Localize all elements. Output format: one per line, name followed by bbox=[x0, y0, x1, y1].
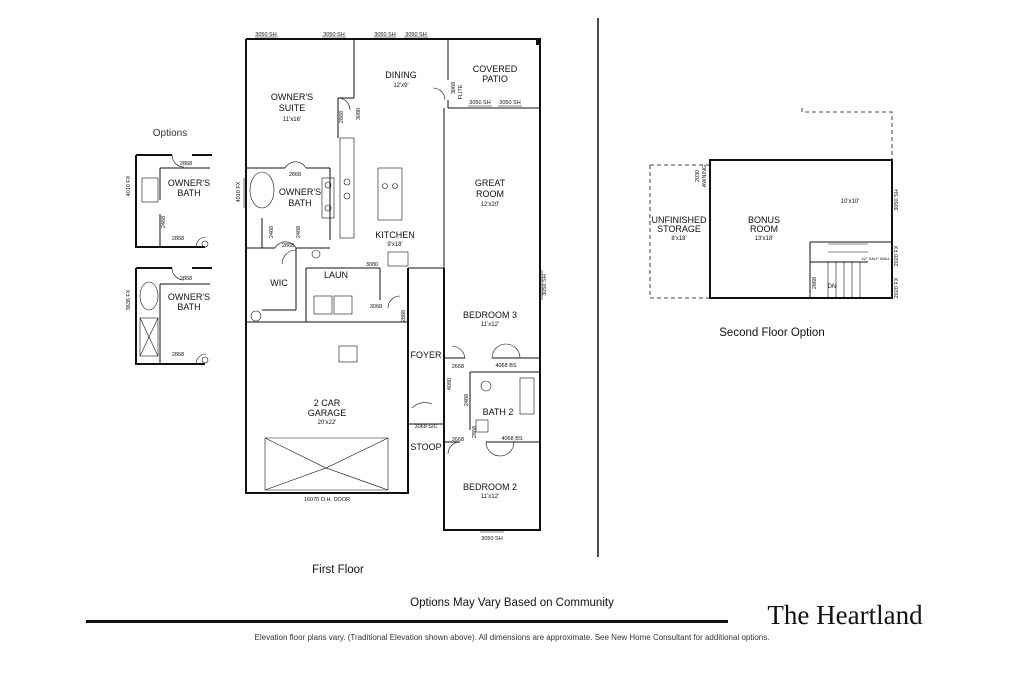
door-dim-3068-sc: 3068 S/C bbox=[415, 424, 438, 430]
owners-suite-size: 11'x16' bbox=[283, 117, 301, 123]
community-note: Options May Vary Based on Community bbox=[410, 597, 614, 609]
sf-2020-b-dim: 2020 FX bbox=[894, 277, 900, 298]
door-dim-2868-bath2: 2868 bbox=[472, 426, 478, 438]
laun-label: LAUN bbox=[324, 270, 348, 280]
stoop-label: STOOP bbox=[410, 442, 441, 452]
window-dim-top4: 3050 SH bbox=[405, 32, 426, 38]
door-dim-2468-bath2: 2468 bbox=[464, 394, 470, 406]
bonus-dim: 10'x10' bbox=[841, 199, 860, 205]
door-dim-4080-foyer: 4080 bbox=[447, 378, 453, 390]
sf-2030-dim: 2030 bbox=[695, 170, 701, 182]
owners-bath-label-2: BATH bbox=[288, 198, 311, 208]
dining-size: 12'x9' bbox=[393, 83, 408, 89]
option2-2868-bottom: 2868 bbox=[172, 352, 184, 358]
unfinished-storage-label-2: STORAGE bbox=[657, 224, 701, 234]
owners-suite-label-2: SUITE bbox=[279, 103, 306, 113]
garage-door-dim: 16070 O.H. DOOR bbox=[304, 497, 350, 503]
option2-bath-label: OWNER'S bbox=[168, 292, 210, 302]
owners-suite-label: OWNER'S bbox=[271, 92, 313, 102]
bonus-room-size: 13'x18' bbox=[755, 236, 774, 242]
options-plans: OWNER'S BATH 4010 FX 2868 2468 2868 OWNE… bbox=[126, 154, 212, 365]
door-dim-3068-patio: 3068 bbox=[451, 82, 457, 94]
bedroom3-size: 11'x12' bbox=[481, 322, 499, 328]
great-room-size: 12'x20' bbox=[481, 202, 500, 208]
sf-rail-label: 42" HALF WALL bbox=[861, 256, 891, 261]
foyer-label: FOYER bbox=[410, 350, 442, 360]
sf-down-label: DN bbox=[828, 284, 837, 290]
door-dim-2668-bed3: 2668 bbox=[452, 364, 464, 370]
option1-bath-label-2: BATH bbox=[177, 188, 200, 198]
garage-label-2: GARAGE bbox=[308, 408, 347, 418]
covered-patio-label-2: PATIO bbox=[482, 74, 508, 84]
door-dim-2668-bed2: 2668 bbox=[452, 437, 464, 443]
kitchen-label: KITCHEN bbox=[375, 230, 415, 240]
door-dim-3080-laun: 3080 bbox=[366, 262, 378, 268]
unfinished-storage-label: UNFINISHED bbox=[651, 215, 707, 225]
sf-2868-dim: 2868 bbox=[812, 277, 818, 289]
sf-2020-a-dim: 2020 FX bbox=[894, 245, 900, 266]
window-dim-top3: 3050 SH bbox=[374, 32, 395, 38]
footer-rule bbox=[86, 620, 728, 623]
garage-size: 20'x22' bbox=[318, 420, 337, 426]
door-dim-2868-wic: 2868 bbox=[282, 243, 294, 249]
options-caption: Options bbox=[153, 128, 187, 139]
option1-bath-label: OWNER'S bbox=[168, 178, 210, 188]
great-room-label: GREAT bbox=[475, 178, 506, 188]
unfinished-storage-size: 8'x18' bbox=[671, 236, 686, 242]
window-dim-patio2: 3050 SH bbox=[499, 100, 520, 106]
garage-label: 2 CAR bbox=[314, 398, 341, 408]
plan-title: The Heartland bbox=[767, 600, 923, 630]
option2-fx-dim: 3636 FX bbox=[126, 289, 132, 310]
bonus-room-label: BONUS bbox=[748, 215, 780, 225]
kitchen-size: 9'x18' bbox=[387, 242, 402, 248]
disclaimer: Elevation floor plans vary. (Traditional… bbox=[254, 633, 770, 642]
window-dim-top1: 3050 SH bbox=[255, 32, 276, 38]
window-dim-bed3: 3050 SH bbox=[542, 274, 548, 295]
door-dim-3068-laun: 3068 bbox=[370, 304, 382, 310]
option1-2868-top: 2868 bbox=[180, 161, 192, 167]
window-dim-patio1: 3050 SH bbox=[469, 100, 490, 106]
wic-label: WIC bbox=[270, 278, 288, 288]
option2-2868-top: 2868 bbox=[180, 276, 192, 282]
door-dim-2868-laun: 2868 bbox=[401, 310, 407, 322]
door-dim-patio-flite: FLITE bbox=[458, 84, 464, 99]
option2-bath-label-2: BATH bbox=[177, 302, 200, 312]
window-dim-left-fx: 4010 FX bbox=[236, 181, 242, 202]
first-floor-plan: OWNER'S SUITE 11'x16' DINING 12'x9' COVE… bbox=[236, 32, 548, 542]
second-floor-caption: Second Floor Option bbox=[719, 327, 824, 339]
bedroom2-label: BEDROOM 2 bbox=[463, 482, 517, 492]
second-floor-plan: UNFINISHED STORAGE 8'x18' BONUS ROOM 13'… bbox=[649, 108, 900, 299]
sf-3050-dim: 3050 SH bbox=[894, 189, 900, 210]
door-dim-2468-a: 2468 bbox=[269, 226, 275, 238]
bath2-label: BATH 2 bbox=[483, 407, 514, 417]
dining-label: DINING bbox=[385, 70, 417, 80]
covered-patio-label: COVERED bbox=[473, 64, 518, 74]
door-dim-4068-bs1: 4068 BS bbox=[495, 363, 516, 369]
door-dim-4068-bs2: 4068 BS bbox=[501, 436, 522, 442]
door-dim-2468-b: 2468 bbox=[296, 226, 302, 238]
door-dim-2868-suite: 2868 bbox=[339, 111, 345, 123]
door-dim-2868-bath: 2868 bbox=[289, 172, 301, 178]
option1-2868-bottom: 2868 bbox=[172, 236, 184, 242]
first-floor-caption: First Floor bbox=[312, 564, 364, 576]
bedroom2-size: 11'x12' bbox=[481, 494, 499, 500]
option1-2468: 2468 bbox=[161, 216, 167, 228]
bedroom3-label: BEDROOM 3 bbox=[463, 310, 517, 320]
window-dim-top2: 3050 SH bbox=[323, 32, 344, 38]
great-room-label-2: ROOM bbox=[476, 189, 504, 199]
window-dim-bed2: 3050 SH bbox=[481, 536, 502, 542]
sf-awning-dim: AWNING bbox=[702, 165, 708, 187]
door-dim-3080: 3080 bbox=[356, 108, 362, 120]
bonus-room-label-2: ROOM bbox=[750, 224, 778, 234]
option1-fx-dim: 4010 FX bbox=[126, 175, 132, 196]
owners-bath-label: OWNER'S bbox=[279, 187, 321, 197]
